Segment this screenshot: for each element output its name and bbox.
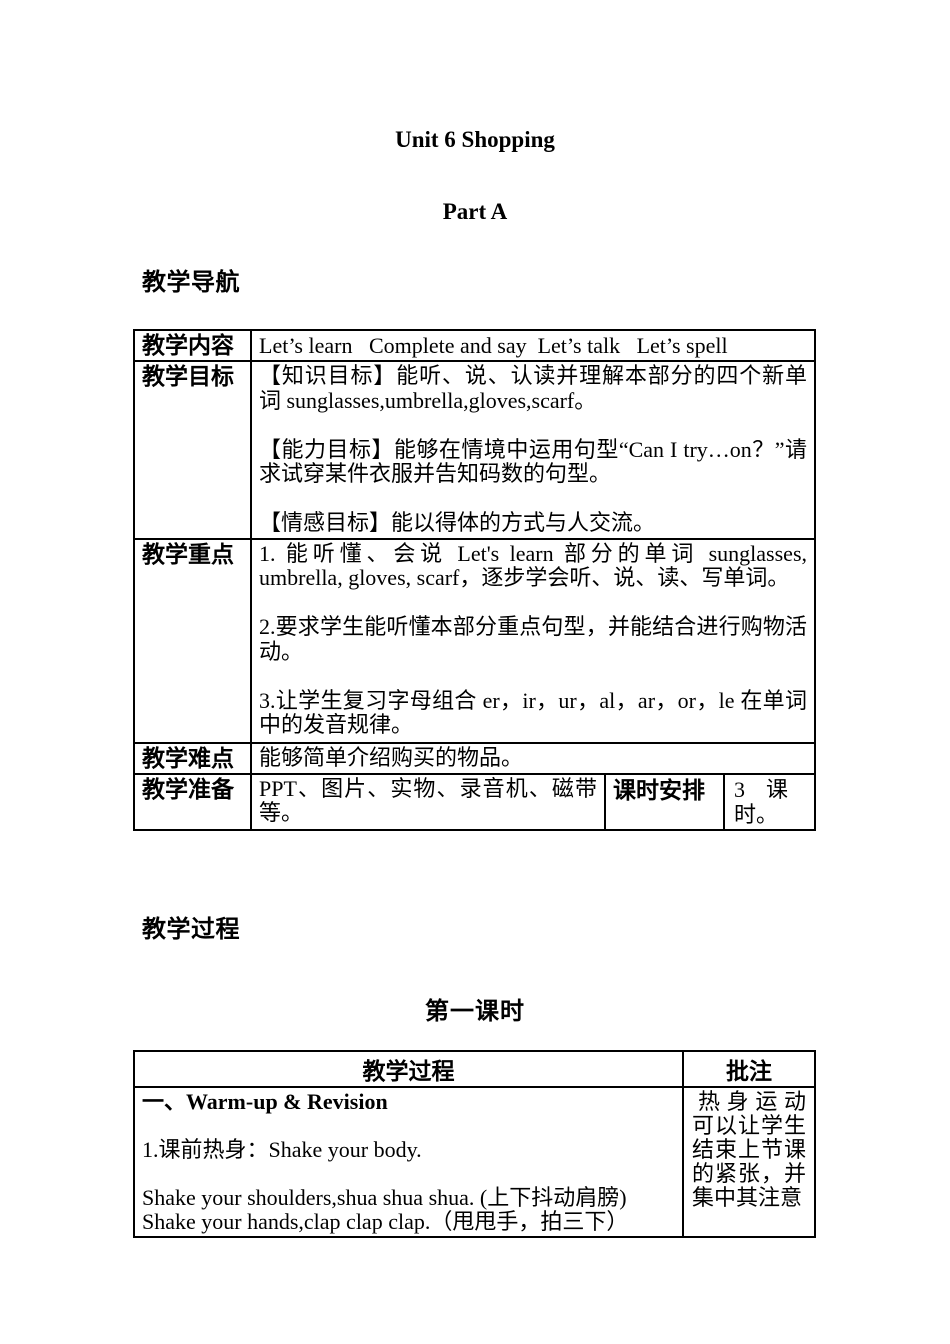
- process-table-header-row: 教学过程 批注: [133, 1050, 816, 1088]
- key-point-2: 2.要求学生能听懂本部分重点句型，并能结合进行购物活动。: [259, 614, 808, 664]
- row-preparation: 教学准备 PPT、图片、实物、录音机、磁带等。 课时安排 3 课时。: [133, 772, 817, 831]
- lesson-title: 第一课时: [425, 998, 525, 1025]
- unit-title: Unit 6 Shopping: [395, 127, 555, 152]
- difficulties-value: 能够简单介绍购买的物品。: [249, 741, 817, 775]
- process-table-body-row: 一、Warm-up & Revision 1.课前热身：Shake your b…: [133, 1086, 816, 1238]
- row-label: 教学难点: [133, 741, 252, 775]
- ability-goal: 【能力目标】能够在情境中运用句型“Can I try…on？”请求试穿某件衣服并…: [259, 436, 808, 486]
- row-label: 教学目标: [133, 360, 252, 540]
- row-label: 教学准备: [133, 772, 252, 831]
- row-label: 教学内容: [133, 329, 252, 362]
- emotion-goal: 【情感目标】能以得体的方式与人交流。: [259, 510, 656, 535]
- process-column-header: 教学过程: [133, 1050, 684, 1088]
- row-key-points: 教学重点 1. 能听懂、会说 Let's learn 部分的单词 sunglas…: [133, 537, 817, 744]
- row-label: 教学重点: [133, 537, 252, 744]
- teaching-content-value: Let’s learn Complete and say Let’s talk …: [249, 329, 817, 362]
- knowledge-goal: 【知识目标】能听、说、认读并理解本部分的四个新单词 sunglasses,umb…: [259, 363, 808, 413]
- row-teaching-goals: 教学目标 【知识目标】能听、说、认读并理解本部分的四个新单词 sunglasse…: [133, 360, 817, 540]
- nav-section-heading: 教学导航: [142, 269, 240, 296]
- process-steps-cell: 一、Warm-up & Revision 1.课前热身：Shake your b…: [133, 1086, 684, 1238]
- row-difficulties: 教学难点 能够简单介绍购买的物品。: [133, 741, 817, 775]
- teaching-goals-value: 【知识目标】能听、说、认读并理解本部分的四个新单词 sunglasses,umb…: [249, 360, 817, 540]
- notes-column-header: 批注: [682, 1050, 816, 1088]
- annotation-cell: 热身运动可以让学生结束上节课的紧张，并集中其注意: [682, 1086, 816, 1238]
- schedule-value: 3 课时。: [722, 772, 817, 831]
- lesson-overview-table: 教学内容 Let’s learn Complete and say Let’s …: [133, 329, 817, 831]
- key-point-3: 3.让学生复习字母组合 er，ir，ur，al，ar，or，le 在单词中的发音…: [259, 687, 808, 737]
- schedule-label: 课时安排: [604, 772, 725, 831]
- key-points-value: 1. 能听懂、会说 Let's learn 部分的单词 sunglasses, …: [249, 537, 817, 744]
- step-line: 1.课前热身：Shake your body.: [142, 1137, 422, 1162]
- step-line: Shake your shoulders,shua shua shua. (上下…: [142, 1185, 627, 1210]
- step-line: Shake your hands,clap clap clap.（甩甩手，拍三下…: [142, 1209, 629, 1234]
- part-title: Part A: [442, 199, 508, 224]
- row-teaching-content: 教学内容 Let’s learn Complete and say Let’s …: [133, 329, 817, 362]
- preparation-value: PPT、图片、实物、录音机、磁带等。: [250, 772, 606, 831]
- process-section-heading: 教学过程: [142, 916, 240, 943]
- annotation-text: 热身运动可以让学生结束上节课的紧张，并集中其注意: [692, 1089, 806, 1210]
- lesson-process-table: 教学过程 批注 一、Warm-up & Revision 1.课前热身：Shak…: [133, 1050, 816, 1238]
- step-heading: 一、Warm-up & Revision: [142, 1089, 388, 1114]
- key-point-1: 1. 能听懂、会说 Let's learn 部分的单词 sunglasses, …: [259, 540, 808, 590]
